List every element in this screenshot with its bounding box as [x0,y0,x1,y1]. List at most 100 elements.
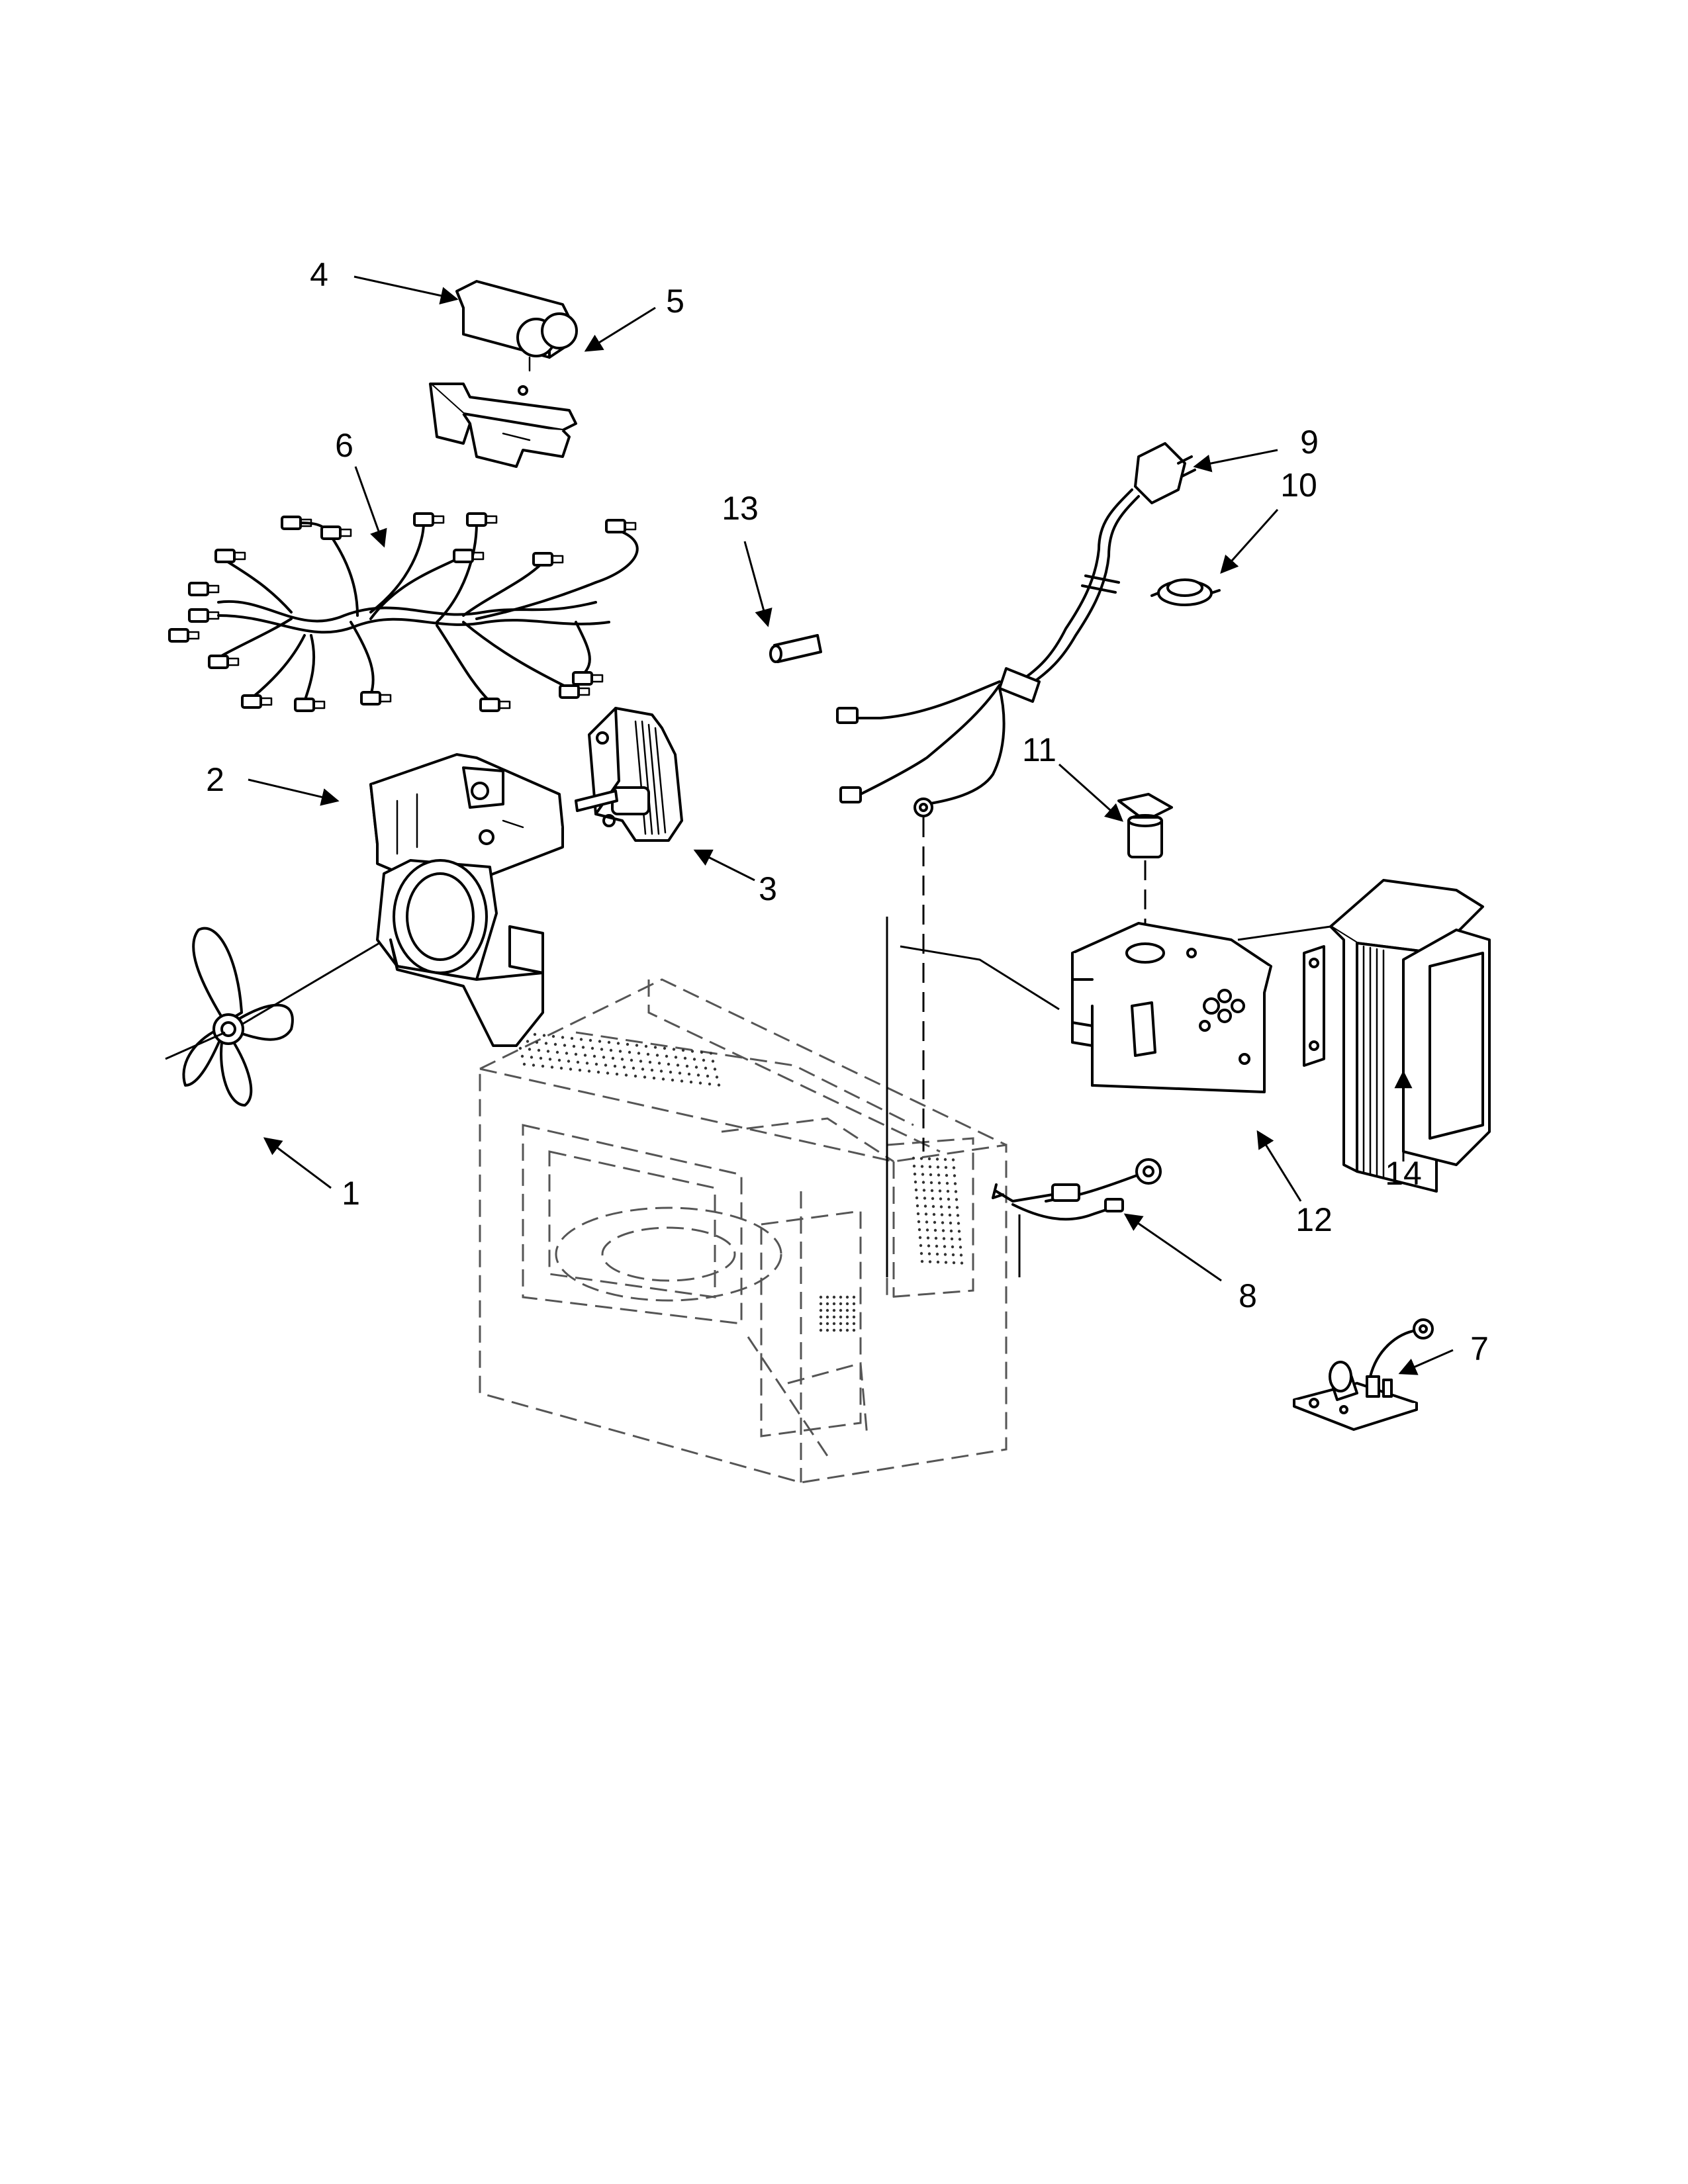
wire-harness [211,522,639,703]
vent-hole [944,1165,948,1169]
vent-hole [557,1058,561,1062]
vent-hole [943,1253,947,1256]
vent-hole [912,1164,916,1168]
callout-7: 7 [1470,1330,1489,1367]
vent-hole [832,1295,836,1299]
vent-hole [555,1050,559,1054]
hv-transformer [1303,879,1491,1193]
vent-hole [926,1236,930,1240]
vent-hole [920,1165,924,1168]
vent-hole [917,1228,921,1232]
vent-hole [671,1078,675,1082]
vent-hole [702,1058,706,1062]
thermostat-disc [1150,578,1221,606]
vent-hole [819,1328,823,1332]
vent-hole [678,1071,682,1075]
vent-hole [945,1173,949,1177]
vent-hole [845,1322,849,1326]
vent-hole [914,1180,917,1184]
harness-terminal [241,694,262,709]
vent-hole [921,1173,925,1176]
vent-hole [708,1082,712,1086]
vent-hole [953,1182,957,1185]
callout-9: 9 [1300,424,1319,461]
vent-hole [587,1069,591,1073]
vent-hole [916,1212,920,1216]
vent-hole [919,1251,923,1255]
vent-hole [567,1060,571,1063]
vent-hole [927,1244,931,1248]
callout-12: 12 [1295,1201,1333,1238]
vent-hole [852,1322,856,1326]
callout-11: 11 [1022,731,1056,768]
hv-capacitor [455,280,578,372]
capacitor-bracket [429,383,577,468]
vent-hole [685,1064,689,1068]
vent-hole [825,1302,829,1306]
vent-hole [661,1077,665,1081]
harness-terminal-tab [226,657,240,666]
harness-terminal-tab [259,697,273,706]
vent-hole [919,1244,923,1248]
vent-hole [937,1173,941,1177]
vent-hole [618,1050,622,1053]
vent-hole [832,1302,836,1306]
vent-hole [615,1072,619,1076]
harness-terminal-tab [207,584,220,594]
vent-hole [819,1315,823,1319]
vent-hole [565,1052,569,1055]
vent-hole [923,1205,927,1208]
vent-hole [832,1328,836,1332]
harness-terminal-tab [498,700,511,709]
vent-hole [530,1056,534,1059]
vent-hole [952,1166,956,1169]
harness-terminal-tab [551,555,564,564]
vent-hole [570,1036,574,1040]
vent-hole [957,1222,961,1225]
vent-hole [954,1190,958,1193]
vent-hole [941,1229,945,1232]
vent-hole [958,1238,962,1241]
vent-hole [665,1054,669,1058]
vent-hole [715,1075,719,1079]
callout-2: 2 [206,761,224,798]
vent-hole [607,1040,611,1044]
vent-hole [948,1213,952,1217]
vent-hole [819,1295,823,1299]
callout-13: 13 [722,490,759,527]
harness-terminal-tab [471,551,485,561]
harness-terminal [214,549,236,563]
vent-hole [825,1328,829,1332]
callout-3: 3 [759,870,777,907]
vent-hole [676,1064,680,1067]
vent-hole [620,1058,624,1061]
harness-terminal [479,698,500,712]
vent-hole [563,1044,567,1047]
vent-hole [561,1036,565,1039]
vent-hole [550,1066,554,1069]
vent-hole [596,1070,600,1074]
vent-hole [559,1066,563,1070]
vent-hole [922,1189,926,1192]
vent-hole [518,1046,522,1050]
vent-hole [551,1034,555,1038]
vent-hole [632,1066,635,1070]
vent-hole [912,1156,915,1160]
vent-hole [943,1158,947,1161]
vent-hole [626,1042,630,1046]
callout-14: 14 [1385,1155,1422,1192]
vent-hole [706,1074,710,1078]
vent-hole [955,1206,959,1209]
callout-5: 5 [666,283,684,320]
vent-hole [951,1245,955,1249]
vent-hole [650,1068,654,1072]
vent-hole [652,1076,656,1080]
vent-hole [659,1069,663,1073]
harness-terminal-tab [432,515,445,524]
harness-terminal [294,698,315,712]
vent-hole [951,1158,955,1161]
vent-hole [936,1260,940,1264]
vent-hole [535,1040,539,1044]
vent-hole [924,1212,928,1216]
vent-hole [956,1214,960,1217]
